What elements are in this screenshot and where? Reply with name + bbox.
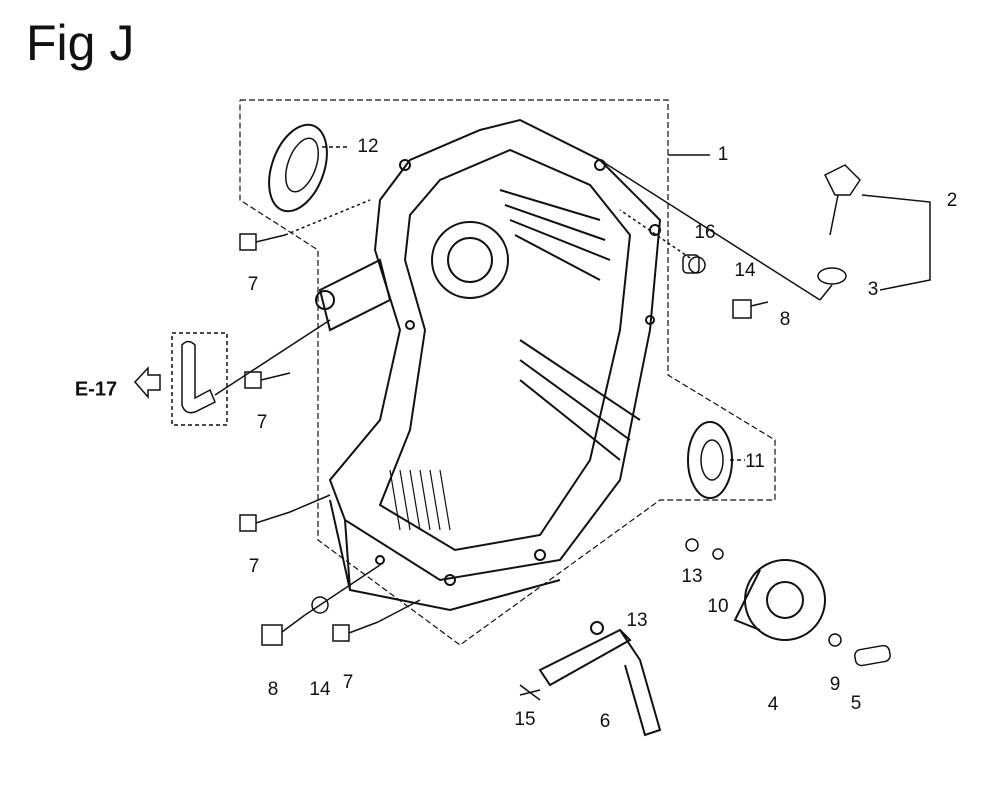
dowel-pin-icon bbox=[682, 254, 700, 274]
callout-14: 14 bbox=[309, 679, 331, 700]
washer-icon bbox=[828, 633, 842, 647]
oil-sensor-icon bbox=[817, 164, 861, 285]
callout-4: 4 bbox=[767, 694, 779, 715]
assembly-boundary bbox=[239, 99, 776, 646]
callout-12: 12 bbox=[357, 136, 379, 157]
callout-9: 9 bbox=[829, 674, 841, 695]
callout-3: 3 bbox=[867, 279, 879, 300]
callout-16: 16 bbox=[694, 222, 716, 243]
crankcase-cover bbox=[315, 118, 662, 612]
callout-13: 13 bbox=[681, 566, 703, 587]
pin-icon bbox=[519, 684, 541, 701]
callout-11: 11 bbox=[745, 451, 765, 472]
callout-6: 6 bbox=[599, 711, 611, 732]
bolt-icons bbox=[239, 233, 769, 646]
figure-title: Fig J bbox=[26, 15, 135, 71]
governor-arm-icon bbox=[538, 621, 662, 737]
callout-10: 10 bbox=[707, 596, 729, 617]
shaft-icon bbox=[854, 644, 891, 667]
washer-icon bbox=[688, 256, 706, 274]
reference-arrow-icon bbox=[133, 366, 161, 400]
governor-gear-icon bbox=[733, 559, 826, 641]
callout-7: 7 bbox=[247, 274, 259, 295]
washer-icon bbox=[712, 548, 724, 560]
callout-7: 7 bbox=[248, 556, 260, 577]
callout-8: 8 bbox=[779, 309, 791, 330]
oil-seal-icon bbox=[268, 123, 328, 213]
reference-label-e17[interactable]: E-17 bbox=[74, 378, 118, 401]
callout-7: 7 bbox=[256, 412, 268, 433]
clip-icon bbox=[685, 538, 699, 552]
callout-14: 14 bbox=[734, 260, 756, 281]
bearing-icon bbox=[687, 421, 733, 499]
callout-8: 8 bbox=[267, 679, 279, 700]
breather-tube-icon bbox=[181, 340, 216, 414]
callout-5: 5 bbox=[850, 693, 862, 714]
callout-13: 13 bbox=[626, 610, 648, 631]
callout-7: 7 bbox=[342, 672, 354, 693]
callout-2: 2 bbox=[946, 190, 958, 211]
washer-icon bbox=[311, 596, 329, 614]
callout-15: 15 bbox=[514, 709, 536, 730]
callout-1: 1 bbox=[717, 144, 729, 165]
